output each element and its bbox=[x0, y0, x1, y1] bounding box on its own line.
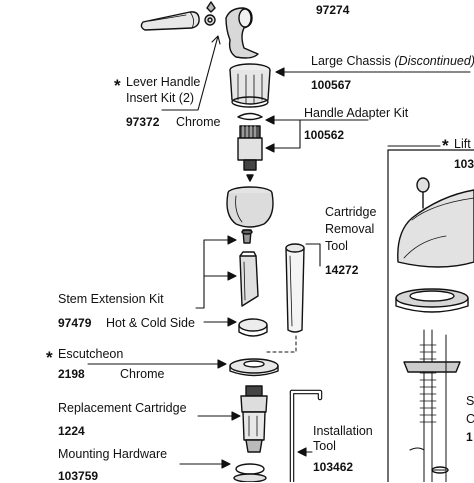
cartridge-removal-tool-part bbox=[265, 243, 305, 353]
leader-lines bbox=[87, 35, 471, 469]
mounting-hardware-label: Mounting Hardware bbox=[58, 447, 168, 461]
handle-insert-part bbox=[225, 7, 259, 59]
lever-handle-finish: Chrome bbox=[176, 115, 221, 129]
lever-asterisk: * bbox=[114, 76, 121, 95]
handle-adapter-number: 100562 bbox=[304, 128, 345, 142]
installation-tool-number: 103462 bbox=[313, 460, 354, 474]
stem-extension-part bbox=[238, 229, 268, 337]
lever-handle-label-line1: Lever Handle bbox=[126, 75, 201, 89]
top-part-number: 97274 bbox=[316, 3, 350, 17]
cartridge-tool-label-line2: Removal bbox=[325, 222, 375, 236]
large-chassis-label: Large Chassis (Discontinued) bbox=[311, 54, 474, 68]
escutcheon-asterisk: * bbox=[46, 348, 53, 367]
escutcheon-finish: Chrome bbox=[120, 367, 165, 381]
right-cropped-letter-c: C bbox=[466, 412, 474, 426]
replacement-cartridge-label: Replacement Cartridge bbox=[58, 401, 187, 415]
escutcheon-label: Escutcheon bbox=[58, 347, 124, 361]
stem-extension-label: Stem Extension Kit bbox=[58, 292, 164, 306]
replacement-cartridge-part bbox=[240, 385, 268, 453]
mounting-hardware-number: 103759 bbox=[58, 469, 99, 483]
escutcheon-part bbox=[229, 358, 279, 377]
lever-handle-part bbox=[140, 11, 200, 31]
mounting-hardware-part bbox=[233, 463, 267, 482]
stem-extension-number: 97479 bbox=[58, 316, 92, 330]
set-screw-part bbox=[204, 1, 216, 26]
faucet-assembly-part bbox=[387, 149, 474, 482]
lever-handle-number: 97372 bbox=[126, 115, 160, 129]
installation-tool-label-line2: Tool bbox=[313, 439, 336, 453]
lift-number: 103 bbox=[454, 157, 474, 171]
large-chassis-part bbox=[229, 63, 271, 108]
lift-asterisk: * bbox=[442, 136, 449, 155]
cartridge-tool-number: 14272 bbox=[325, 263, 359, 277]
installation-tool-label-line1: Installation bbox=[313, 424, 373, 438]
cartridge-tool-label-line3: Tool bbox=[325, 239, 348, 253]
escutcheon-number: 2198 bbox=[58, 367, 85, 381]
handle-adapter-label: Handle Adapter Kit bbox=[304, 106, 409, 120]
lift-label: Lift bbox=[454, 137, 471, 151]
replacement-cartridge-number: 1224 bbox=[58, 424, 85, 438]
handle-adapter-part bbox=[237, 125, 263, 182]
lever-handle-label-line2: Insert Kit (2) bbox=[126, 91, 195, 105]
dome-cap-part bbox=[226, 186, 274, 228]
right-cropped-number: 1 bbox=[466, 430, 473, 444]
large-chassis-number: 100567 bbox=[311, 78, 352, 92]
cartridge-tool-label-line1: Cartridge bbox=[325, 205, 377, 219]
stem-extension-side: Hot & Cold Side bbox=[106, 316, 195, 330]
installation-tool-part bbox=[289, 389, 323, 482]
retaining-clip-part bbox=[237, 112, 263, 121]
right-cropped-letter-s: S bbox=[466, 394, 474, 408]
